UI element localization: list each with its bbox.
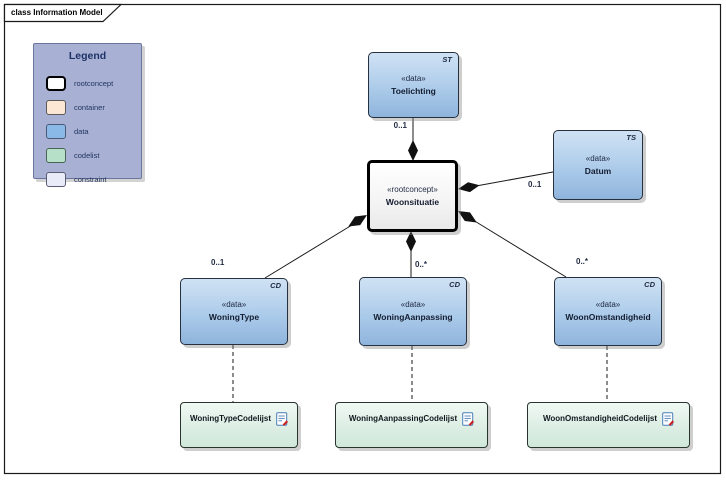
class-name: WoonOmstandigheid: [565, 312, 651, 322]
composition-diamond: [408, 140, 418, 161]
multiplicity-label-toelichting: 0..1: [393, 121, 407, 130]
multiplicity-label-woonomstandigheid: 0..*: [576, 257, 589, 266]
legend-item-constraint: constraint: [46, 171, 107, 188]
multiplicity-label-woningaanpassing: 0..*: [415, 260, 428, 269]
legend-label: codelist: [74, 151, 100, 160]
legend-label: data: [74, 127, 89, 136]
composition-diamond: [348, 215, 367, 227]
class-name: WoningAanpassing: [373, 312, 453, 322]
class-toelichting[interactable]: ST «data» Toelichting: [368, 52, 459, 118]
type-corner-label: CD: [644, 280, 655, 289]
multiplicity-label-datum: 0..1: [528, 180, 542, 189]
diagram-frame-tab: [3, 3, 123, 23]
stereotype-label: «data»: [401, 73, 426, 83]
composition-connector-woningtype[interactable]: [264, 215, 367, 279]
legend-label: rootconcept: [74, 79, 114, 88]
legend-item-rootconcept: rootconcept: [46, 75, 113, 92]
legend-title: Legend: [68, 50, 107, 62]
legend: Legend rootconcept container data codeli…: [33, 43, 142, 187]
rootconcept-swatch: [46, 76, 66, 91]
diagram-frame-title: class Information Model: [11, 8, 103, 17]
codelist-woonomstandigheid[interactable]: WoonOmstandigheidCodelijst: [527, 402, 690, 448]
class-woonsituatie[interactable]: «rootconcept» Woonsituatie: [367, 160, 458, 232]
stereotype-label: «data»: [595, 300, 621, 309]
multiplicity-label-woningtype: 0..1: [211, 258, 225, 267]
type-corner-label: TS: [626, 133, 636, 142]
container-swatch: [46, 100, 66, 115]
type-corner-label: CD: [270, 281, 281, 290]
class-woningtype[interactable]: CD «data» WoningType: [180, 278, 288, 345]
class-woonomstandigheid[interactable]: CD «data» WoonOmstandigheid: [554, 277, 662, 346]
codelist-name: WoningAanpassingCodelijst: [348, 414, 458, 423]
class-name: WoningType: [208, 312, 260, 322]
class-woningaanpassing[interactable]: CD «data» WoningAanpassing: [359, 277, 467, 346]
composition-connector-datum[interactable]: [458, 171, 554, 193]
class-datum[interactable]: TS «data» Datum: [553, 130, 643, 200]
codelist-swatch: [46, 148, 66, 163]
linked-document-icon: [662, 412, 675, 426]
diagram-frame-border: [3, 3, 722, 475]
codelist-woningtype[interactable]: WoningTypeCodelijst: [180, 402, 298, 448]
composition-connector-woningaanpassing[interactable]: [406, 231, 416, 277]
stereotype-label: «data»: [585, 153, 611, 163]
legend-label: container: [74, 103, 105, 112]
constraint-swatch: [46, 172, 66, 187]
stereotype-label: «data»: [221, 300, 247, 309]
data-swatch: [46, 124, 66, 139]
linked-document-icon: [462, 412, 475, 426]
stereotype-label: «data»: [400, 300, 426, 309]
composition-diamond: [458, 182, 480, 193]
linked-document-icon: [276, 412, 289, 426]
legend-item-container: container: [46, 99, 105, 116]
type-corner-label: CD: [449, 280, 460, 289]
legend-item-codelist: codelist: [46, 147, 99, 164]
class-name: Datum: [584, 165, 612, 176]
codelist-woningaanpassing[interactable]: WoningAanpassingCodelijst: [335, 402, 488, 448]
composition-diamond: [406, 231, 416, 252]
composition-diamond: [458, 211, 477, 223]
codelist-name: WoningTypeCodelijst: [189, 414, 272, 423]
codelist-name: WoonOmstandigheidCodelijst: [542, 414, 658, 423]
composition-connector-woonomstandigheid[interactable]: [458, 211, 567, 278]
stereotype-label: «rootconcept»: [387, 184, 438, 194]
legend-label: constraint: [74, 175, 107, 184]
class-name: Woonsituatie: [385, 196, 440, 207]
composition-connector-toelichting[interactable]: [408, 118, 418, 161]
class-name: Toelichting: [391, 85, 436, 96]
type-corner-label: ST: [442, 55, 452, 64]
legend-item-data: data: [46, 123, 89, 140]
